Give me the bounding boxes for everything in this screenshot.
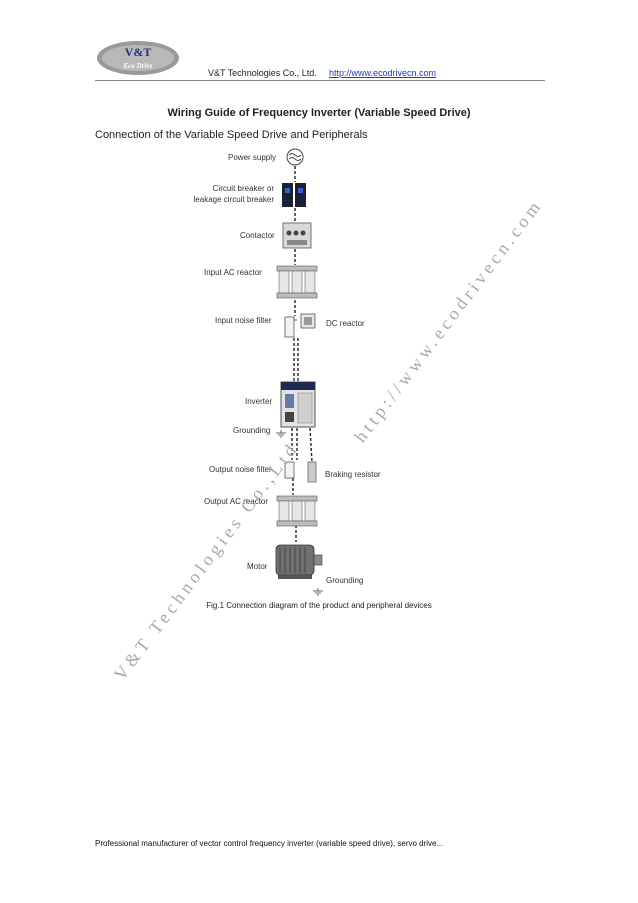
page-footer: Professional manufacturer of vector cont…: [95, 839, 444, 848]
label-contactor: Contactor: [240, 231, 275, 240]
figure-caption: Fig.1 Connection diagram of the product …: [206, 601, 432, 610]
label-input-noise-filter: Input noise filter: [215, 316, 272, 325]
svg-text:Eco Drive: Eco Drive: [123, 62, 153, 70]
contactor-icon: [282, 222, 312, 249]
label-output-noise-filter: Output noise filter: [209, 465, 272, 474]
website-link[interactable]: http://www.ecodrivecn.com: [329, 68, 437, 78]
output-noise-filter-icon: [284, 461, 295, 479]
company-logo: V&T Eco Drive: [96, 40, 180, 76]
page-title: Wiring Guide of Frequency Inverter (Vari…: [167, 107, 471, 119]
output-ac-reactor-icon: [276, 495, 318, 527]
input-noise-filter-icon: [284, 316, 297, 338]
dc-reactor-icon: [300, 313, 316, 329]
braking-resistor-icon: [307, 461, 317, 483]
inverter-icon: [280, 381, 316, 428]
label-grounding-inverter: Grounding: [233, 426, 271, 435]
grounding-icon: [313, 588, 323, 596]
label-motor: Motor: [247, 562, 268, 571]
label-power-supply: Power supply: [228, 153, 277, 162]
circuit-breaker-icon: [282, 183, 306, 207]
label-circuit-breaker-line1: Circuit breaker or: [212, 184, 274, 193]
section-heading: Connection of the Variable Speed Drive a…: [95, 129, 368, 141]
label-output-ac-reactor: Output AC reactor: [204, 497, 269, 506]
label-input-ac-reactor: Input AC reactor: [204, 268, 262, 277]
label-grounding-motor: Grounding: [326, 576, 364, 585]
label-circuit-breaker-line2: leakage circuit breaker: [193, 195, 274, 204]
svg-text:V&T: V&T: [125, 45, 152, 59]
label-inverter: Inverter: [245, 397, 273, 406]
power-supply-icon: [286, 148, 304, 166]
input-ac-reactor-icon: [276, 265, 318, 299]
label-braking-resistor: Braking resistor: [325, 470, 381, 479]
grounding-icon: [276, 430, 286, 438]
connection-diagram: [275, 148, 323, 596]
label-dc-reactor: DC reactor: [326, 319, 365, 328]
company-name: V&T Technologies Co., Ltd.: [208, 68, 317, 78]
motor-icon: [275, 544, 323, 579]
header-divider: [95, 80, 545, 81]
